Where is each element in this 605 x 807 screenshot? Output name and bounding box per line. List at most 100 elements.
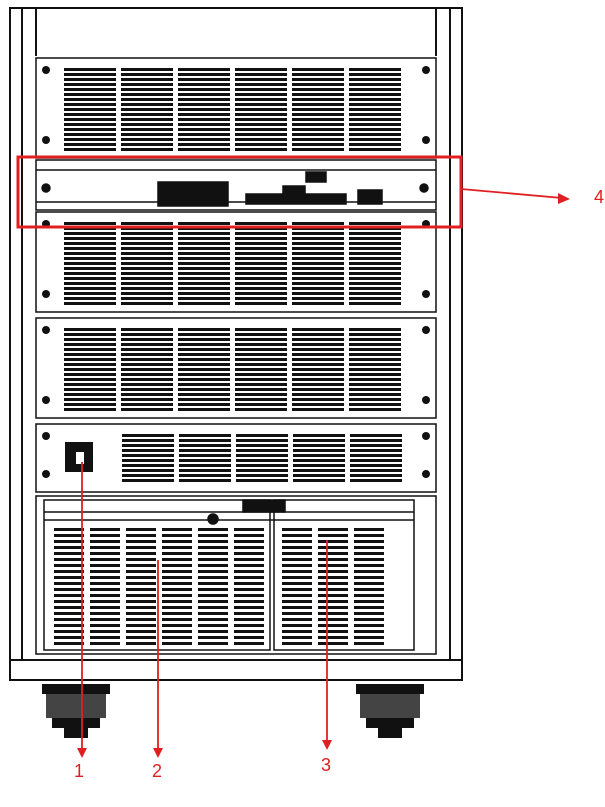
vent-grille-icon	[293, 439, 345, 442]
vent-grille-icon	[121, 272, 173, 275]
vent-grille-icon	[178, 133, 230, 136]
vent-grille-icon	[121, 123, 173, 126]
vent-grille-icon	[318, 600, 348, 603]
vent-grille-icon	[235, 232, 287, 235]
vent-grille-icon	[54, 588, 84, 591]
vent-grille-icon	[198, 546, 228, 549]
vent-grille-icon	[235, 222, 287, 225]
vent-grille-icon	[349, 78, 401, 81]
vent-grille-icon	[121, 257, 173, 260]
vent-grille-icon	[234, 618, 264, 621]
vent-grille-icon	[235, 333, 287, 336]
vent-grille-icon	[64, 133, 116, 136]
vent-grille-icon	[354, 618, 384, 621]
vent-grille-icon	[121, 353, 173, 356]
vent-grille-icon	[178, 373, 230, 376]
vent-grille-icon	[292, 338, 344, 341]
vent-grille-icon	[235, 403, 287, 406]
vent-grille-icon	[121, 93, 173, 96]
vent-grille-icon	[292, 277, 344, 280]
vent-grille-icon	[90, 624, 120, 627]
vent-grille-icon	[54, 600, 84, 603]
vent-grille-icon	[349, 408, 401, 411]
vent-grille-icon	[292, 393, 344, 396]
vent-grille-icon	[292, 358, 344, 361]
vent-grille-icon	[126, 570, 156, 573]
vent-grille-icon	[64, 232, 116, 235]
vent-grille-icon	[126, 612, 156, 615]
vent-grille-icon	[64, 277, 116, 280]
vent-grille-icon	[235, 242, 287, 245]
vent-grille-icon	[178, 257, 230, 260]
vent-grille-icon	[282, 618, 312, 621]
vent-grille-icon	[64, 272, 116, 275]
vent-grille-icon	[121, 333, 173, 336]
vent-grille-icon	[235, 292, 287, 295]
cabinet-frame	[9, 7, 463, 681]
vent-grille-icon	[292, 98, 344, 101]
vent-grille-icon	[121, 378, 173, 381]
vent-grille-icon	[354, 636, 384, 639]
input-unit	[35, 495, 437, 655]
vent-grille-icon	[292, 128, 344, 131]
vent-grille-icon	[198, 576, 228, 579]
vent-grille-icon	[354, 558, 384, 561]
vent-grille-icon	[349, 282, 401, 285]
vent-grille-icon	[349, 83, 401, 86]
vent-grille-icon	[64, 297, 116, 300]
vent-grille-icon	[282, 552, 312, 555]
vent-grille-icon	[121, 232, 173, 235]
vent-grille-icon	[121, 302, 173, 305]
vent-grille-icon	[292, 403, 344, 406]
vent-grille-icon	[178, 338, 230, 341]
vent-grille-icon	[236, 454, 288, 457]
vent-grille-icon	[121, 247, 173, 250]
vent-grille-icon	[292, 282, 344, 285]
vent-grille-icon	[121, 148, 173, 151]
vent-grille-icon	[162, 636, 192, 639]
vent-grille-icon	[234, 576, 264, 579]
vent-grille-icon	[90, 594, 120, 597]
vent-grille-icon	[54, 636, 84, 639]
vent-grille-icon	[64, 247, 116, 250]
vent-grille-icon	[126, 582, 156, 585]
vent-grille-icon	[292, 222, 344, 225]
vent-grille-icon	[318, 588, 348, 591]
vent-grille-icon	[126, 558, 156, 561]
vent-grille-icon	[235, 237, 287, 240]
vent-grille-icon	[354, 642, 384, 645]
vent-grille-icon	[282, 624, 312, 627]
vent-grille-icon	[282, 606, 312, 609]
vent-grille-icon	[349, 247, 401, 250]
vent-grille-icon	[349, 93, 401, 96]
vent-grille-icon	[162, 540, 192, 543]
vent-grille-icon	[90, 606, 120, 609]
vent-grille-icon	[234, 606, 264, 609]
module-screw	[42, 470, 50, 478]
vent-grille-icon	[178, 232, 230, 235]
vent-grille-icon	[235, 83, 287, 86]
vent-grille-icon	[64, 353, 116, 356]
vent-grille-icon	[121, 328, 173, 331]
vent-grille-icon	[354, 534, 384, 537]
vent-grille-icon	[282, 588, 312, 591]
vent-grille-icon	[236, 449, 288, 452]
vent-grille-icon	[236, 464, 288, 467]
vent-grille-icon	[90, 642, 120, 645]
vent-grille-icon	[234, 528, 264, 531]
vent-grille-icon	[178, 138, 230, 141]
vent-grille-icon	[236, 479, 288, 482]
vent-grille-icon	[54, 642, 84, 645]
vent-grille-icon	[178, 388, 230, 391]
vent-grille-icon	[282, 528, 312, 531]
vent-grille-icon	[64, 393, 116, 396]
vent-grille-icon	[235, 373, 287, 376]
vent-grille-icon	[64, 398, 116, 401]
vent-grille-icon	[178, 118, 230, 121]
vent-grille-icon	[282, 594, 312, 597]
vent-grille-icon	[64, 378, 116, 381]
vent-grille-icon	[54, 540, 84, 543]
vent-grille-icon	[64, 237, 116, 240]
vent-grille-icon	[349, 338, 401, 341]
